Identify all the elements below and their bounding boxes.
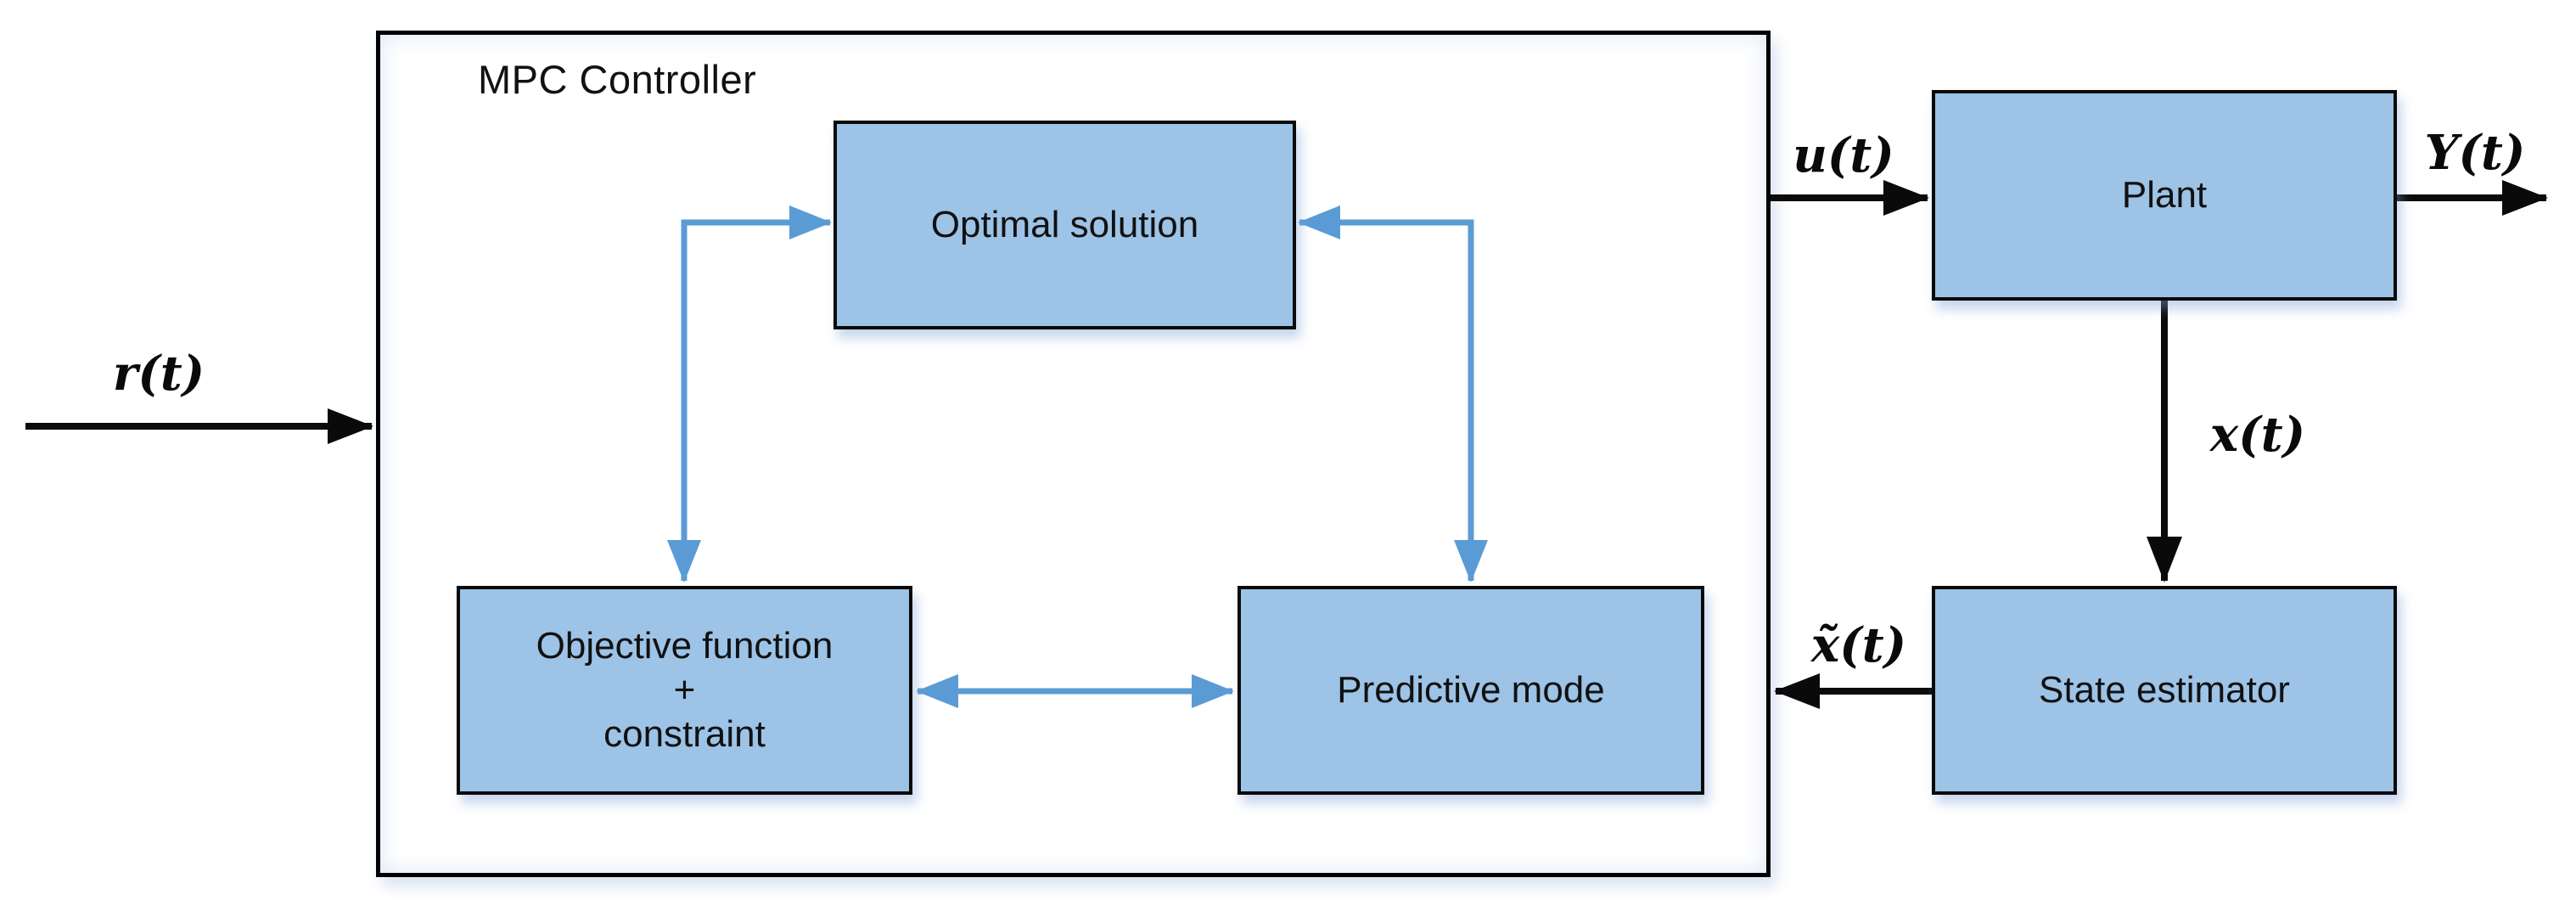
node-optimal-solution: Optimal solution <box>833 121 1296 329</box>
node-predictive-mode-label: Predictive mode <box>1337 669 1605 712</box>
label-output-signal: Y(t) <box>2424 125 2526 181</box>
label-control-input-signal: u(t) <box>1793 127 1894 183</box>
node-objective-function-label: Objective function + constraint <box>536 625 833 755</box>
mpc-controller-title: MPC Controller <box>478 57 757 102</box>
node-plant-label: Plant <box>2121 174 2208 217</box>
node-objective-function: Objective function + constraint <box>457 586 912 795</box>
node-optimal-solution-label: Optimal solution <box>930 204 1199 246</box>
node-plant: Plant <box>1932 90 2397 301</box>
label-reference-signal: r(t) <box>112 346 205 402</box>
label-state-signal: x(t) <box>2209 407 2306 463</box>
node-state-estimator: State estimator <box>1932 586 2397 795</box>
node-predictive-mode: Predictive mode <box>1237 586 1704 795</box>
node-state-estimator-label: State estimator <box>2039 669 2290 712</box>
label-estimated-state-signal: x̃(t) <box>1810 617 1907 673</box>
